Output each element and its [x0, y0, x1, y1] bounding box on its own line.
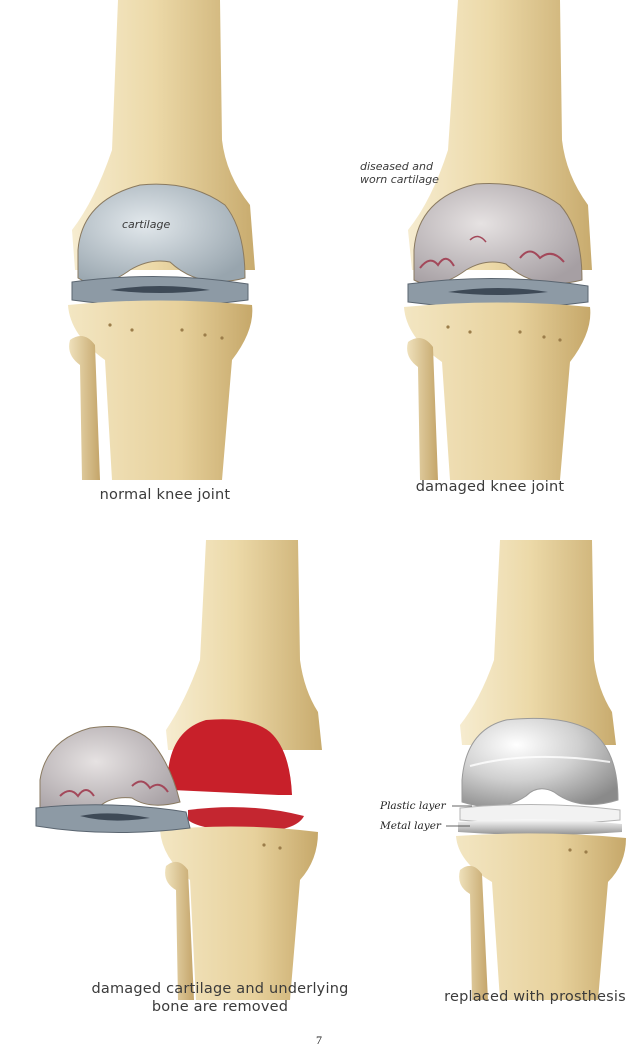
- prosthesis-illustration: [330, 540, 638, 1020]
- normal-knee-illustration: [0, 0, 320, 520]
- panel-normal-knee: cartilage normal knee joint: [0, 0, 320, 520]
- metal-layer-label: Metal layer: [380, 820, 441, 833]
- caption-removed: damaged cartilage and underlying bone ar…: [90, 980, 350, 1016]
- caption-removed-line2: bone are removed: [90, 998, 350, 1016]
- damaged-cartilage-label: diseased and worn cartilage: [360, 160, 439, 186]
- caption-prosthesis: replaced with prosthesis: [440, 988, 630, 1006]
- panel-removed: damaged cartilage and underlying bone ar…: [0, 540, 330, 1020]
- damaged-knee-illustration: [320, 0, 638, 520]
- caption-normal-knee: normal knee joint: [60, 486, 270, 504]
- caption-removed-line1: damaged cartilage and underlying: [90, 980, 350, 998]
- damaged-cartilage-label-line2: worn cartilage: [360, 173, 439, 186]
- plastic-layer-label: Plastic layer: [380, 800, 446, 813]
- removed-knee-illustration: [0, 540, 330, 1020]
- cartilage-label: cartilage: [122, 218, 170, 231]
- panel-prosthesis: Plastic layer Metal layer replaced with …: [330, 540, 638, 1020]
- panel-damaged-knee: diseased and worn cartilage damaged knee…: [320, 0, 638, 520]
- damaged-cartilage-label-line1: diseased and: [360, 160, 439, 173]
- caption-damaged-knee: damaged knee joint: [390, 478, 590, 496]
